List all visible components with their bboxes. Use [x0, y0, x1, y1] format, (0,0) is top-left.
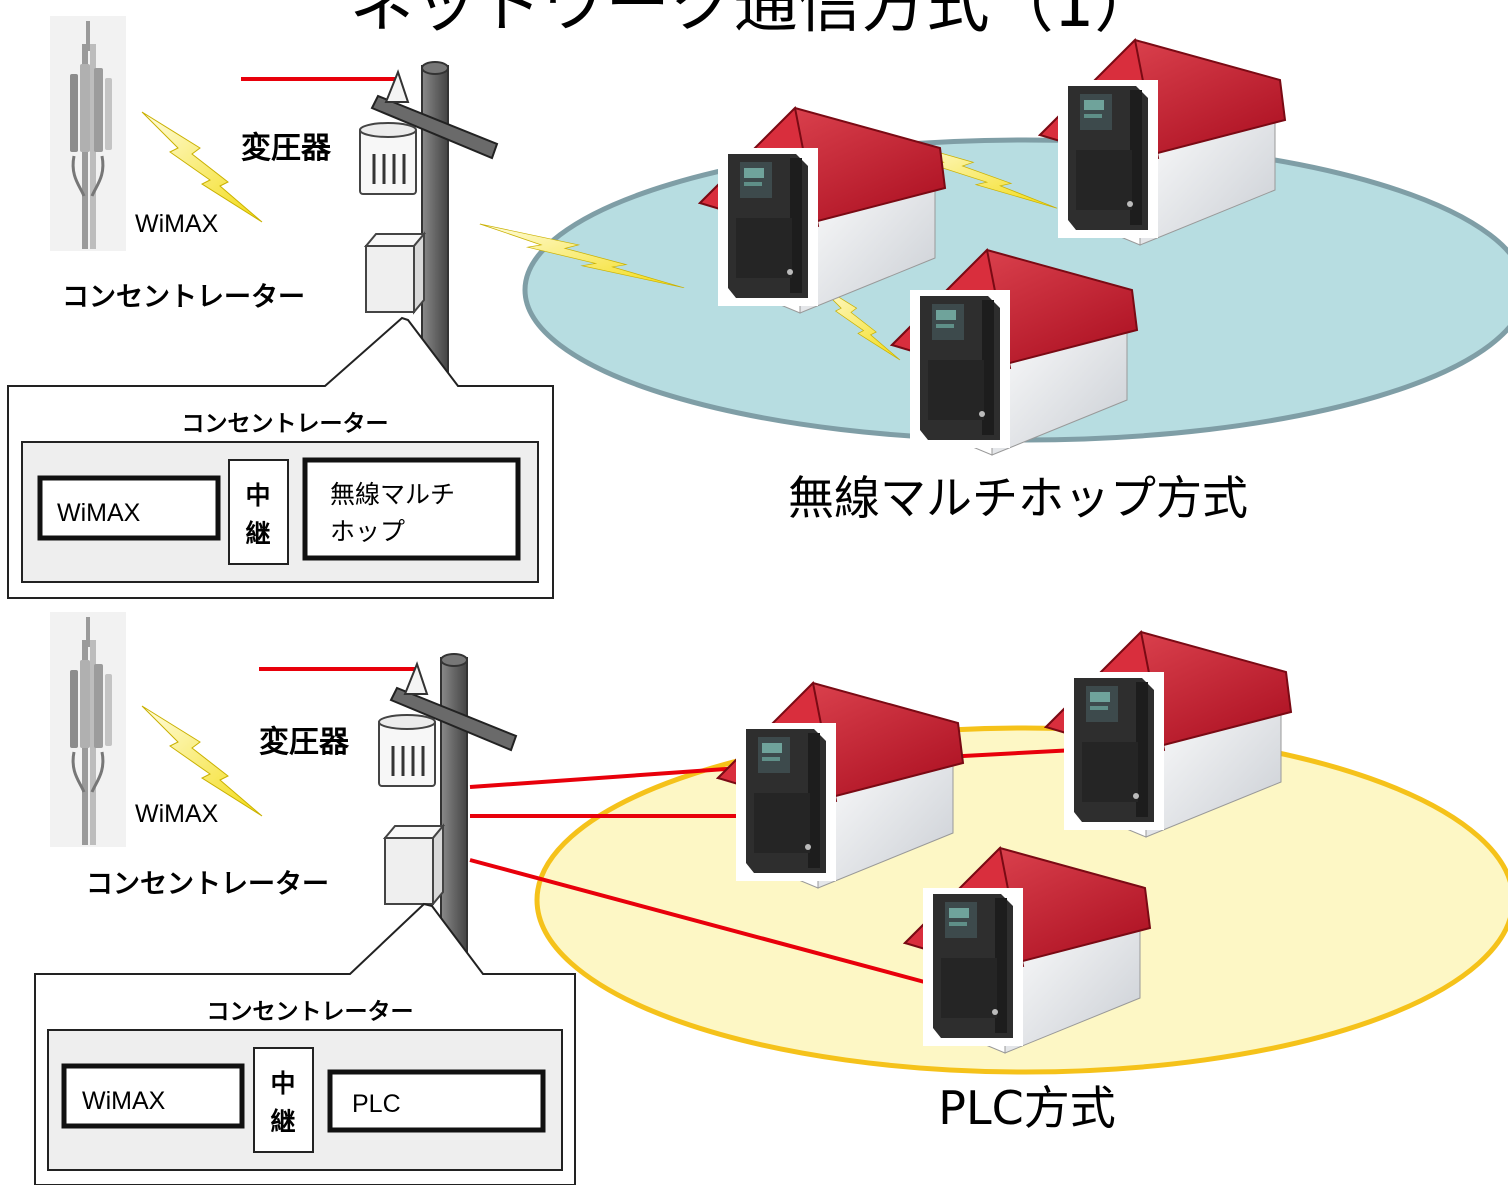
bottom-wimax-box-label: WiMAX: [82, 1087, 166, 1115]
bottom-caption: PLC方式: [938, 1081, 1116, 1135]
top-relay-box: [228, 459, 289, 565]
top-transformer-label: 変圧器: [241, 131, 332, 166]
bottom-concentrator-callout: コンセントレーター WiMAX 中 継 PLC: [34, 902, 576, 1185]
bottom-transformer-label: 変圧器: [259, 725, 350, 760]
top-cell-tower-icon: [48, 14, 128, 253]
plc-line-3: [469, 858, 933, 986]
top-wimax-box-label: WiMAX: [57, 499, 141, 527]
bottom-wimax-label: WiMAX: [135, 800, 219, 828]
top-wimax-bolt-icon: [141, 111, 263, 223]
bottom-cell-tower-icon: [48, 610, 128, 849]
bottom-plc-box: [327, 1069, 546, 1133]
top-section: WiMAX 変圧器 コンセントレーター コンセントレーター WiMAX 中 継 …: [7, 14, 1508, 599]
bottom-relay-char-1: 中: [270, 1069, 295, 1098]
bottom-wimax-box: [61, 1063, 245, 1129]
bottom-concentrator-label: コンセントレーター: [86, 869, 329, 900]
page-title: ネットワーク通信方式（1）: [350, 0, 1159, 42]
bottom-section: WiMAX 変圧器 コンセントレーター コンセントレーター WiMAX 中 継 …: [34, 610, 1508, 1185]
bottom-callout-title: コンセントレーター: [207, 999, 414, 1025]
top-callout-title: コンセントレーター: [182, 411, 389, 437]
top-multihop-line-1: 無線マルチ: [330, 481, 455, 509]
bottom-relay-char-2: 継: [270, 1107, 295, 1136]
plc-line-1: [469, 766, 741, 789]
bottom-relay-box: [253, 1047, 314, 1153]
top-relay-char-2: 継: [245, 519, 270, 548]
top-caption: 無線マルチホップ方式: [788, 471, 1248, 525]
top-multihop-box: [302, 457, 521, 561]
top-wimax-box: [37, 475, 221, 541]
top-wimax-label: WiMAX: [135, 210, 219, 238]
top-relay-char-1: 中: [245, 481, 270, 510]
bottom-plc-box-label: PLC: [352, 1090, 401, 1118]
top-concentrator-label: コンセントレーター: [62, 282, 305, 313]
top-multihop-line-2: ホップ: [330, 518, 405, 546]
top-concentrator-callout: コンセントレーター WiMAX 中 継 無線マルチ ホップ: [7, 316, 554, 599]
